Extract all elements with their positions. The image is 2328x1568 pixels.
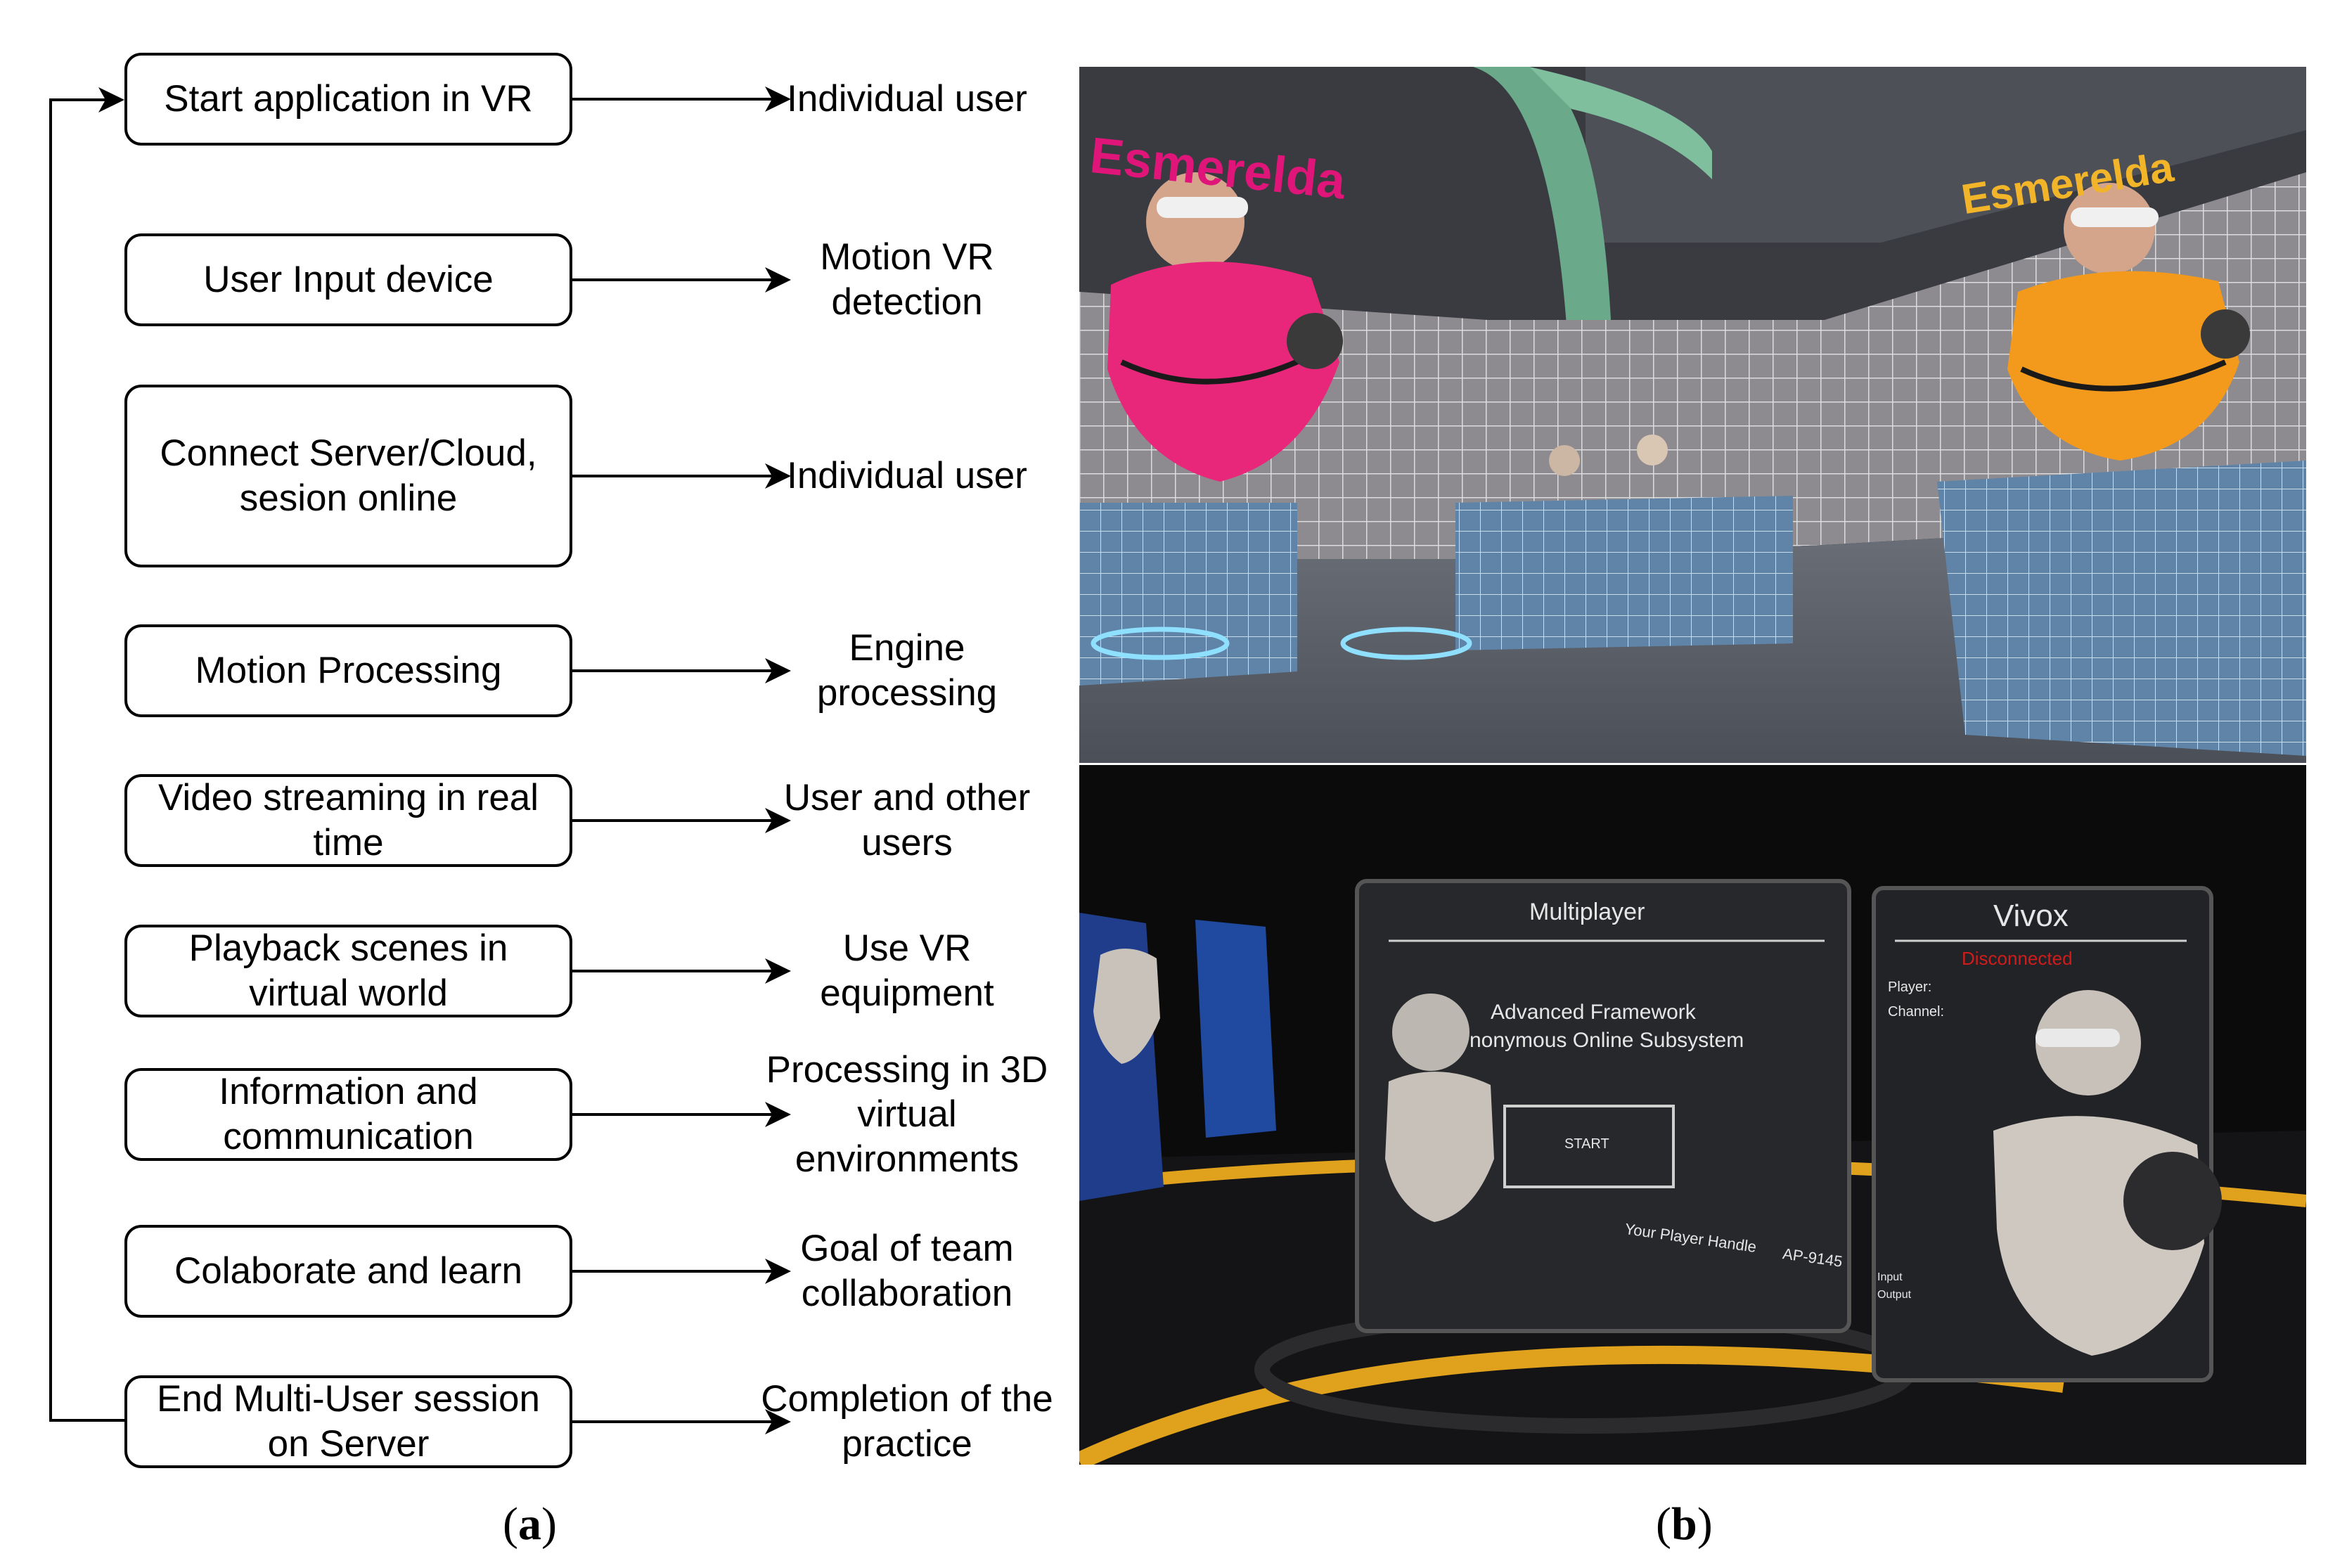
avatar-grey-right — [1993, 990, 2222, 1356]
vr-scene-avatars: Esmerelda Esmerelda — [1079, 67, 2306, 763]
vivox-player-label: Player: — [1888, 979, 1932, 995]
vivox-channel-label: Channel: — [1888, 1004, 1945, 1020]
multiplayer-title: Multiplayer — [1529, 899, 1645, 925]
start-button[interactable]: START — [1564, 1136, 1609, 1152]
step-outcome: Completion of the practice — [761, 1378, 1053, 1465]
step-box: Start application in VR — [124, 53, 572, 146]
step-outcome: Engine processing — [816, 627, 998, 714]
step-box: Motion Processing — [124, 624, 572, 717]
vivox-status: Disconnected — [1962, 948, 2073, 969]
step-arrowhead — [765, 267, 791, 293]
avatar-pink — [1107, 172, 1343, 482]
step-box: End Multi-User session on Server — [124, 1375, 572, 1468]
vivox-title: Vivox — [1993, 899, 2069, 933]
step-arrowhead — [765, 658, 791, 683]
step-box: Colaborate and learn — [124, 1225, 572, 1318]
step-outcome: Motion VR detection — [820, 236, 994, 323]
step-outcome: Individual user — [787, 455, 1027, 497]
step-arrowhead — [765, 1102, 791, 1127]
step-box: User Input device — [124, 233, 572, 326]
step-arrowhead — [765, 463, 791, 489]
step-arrowhead — [765, 86, 791, 112]
loop-line — [49, 98, 124, 1422]
avatar-orange — [2007, 183, 2250, 461]
step-arrowhead — [765, 1409, 791, 1434]
avatar-grey-poster — [1093, 949, 1160, 1064]
step-arrowhead — [765, 958, 791, 984]
step-outcome: Processing in 3D virtual environments — [766, 1048, 1048, 1180]
framework-line2: nonymous Online Subsystem — [1470, 1029, 1744, 1052]
step-outcome: Individual user — [787, 78, 1027, 120]
step-outcome: Use VR equipment — [820, 927, 994, 1014]
step-outcome: Goal of team collaboration — [800, 1228, 1014, 1314]
vivox-output-label: Output — [1877, 1289, 1912, 1301]
step-box: Playback scenes in virtual world — [124, 925, 572, 1017]
caption-b: (b) — [1656, 1498, 1713, 1550]
step-arrowhead — [765, 1259, 791, 1284]
loop-arrowhead — [98, 87, 124, 113]
caption-a: (a) — [503, 1498, 557, 1550]
vr-scene-multiplayer-menu: Multiplayer Advanced Framework nonymous … — [1079, 765, 2306, 1465]
step-box: Video streaming in real time — [124, 774, 572, 867]
framework-line1: Advanced Framework — [1491, 1001, 1696, 1024]
step-arrowhead — [765, 808, 791, 833]
step-box: Information and communication — [124, 1068, 572, 1161]
step-box: Connect Server/Cloud, sesion online — [124, 385, 572, 567]
vivox-input-label: Input — [1877, 1271, 1903, 1283]
step-outcome: User and other users — [783, 777, 1031, 863]
avatar-grey-left — [1385, 994, 1494, 1222]
